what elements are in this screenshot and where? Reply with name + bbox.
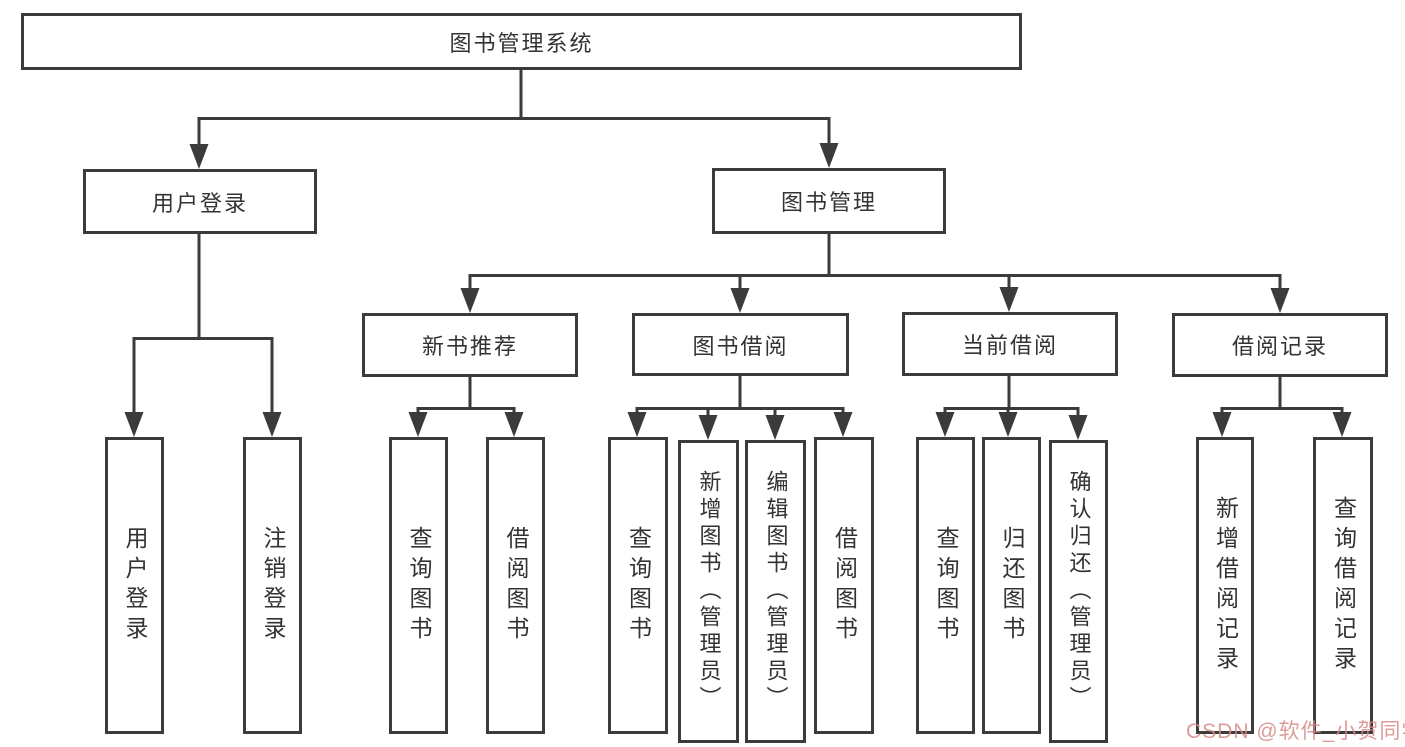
leaf-borrow-book-recommend: 借阅图书 <box>486 437 545 734</box>
node-borrow-records: 借阅记录 <box>1172 313 1388 377</box>
leaf-query-book-recommend: 查询图书 <box>389 437 448 734</box>
leaf-borrow-book: 借阅图书 <box>814 437 874 734</box>
leaf-confirm-return-admin: 确认归还（管理员） <box>1049 440 1108 743</box>
node-new-book-recommend: 新书推荐 <box>362 313 578 377</box>
arrowhead-icons <box>124 143 1352 440</box>
leaf-add-borrow-record: 新增借阅记录 <box>1196 437 1254 734</box>
leaf-query-book-current: 查询图书 <box>916 437 975 734</box>
node-book-management: 图书管理 <box>712 168 946 234</box>
leaf-query-borrow-record: 查询借阅记录 <box>1313 437 1373 734</box>
leaf-user-login: 用户登录 <box>105 437 164 734</box>
leaf-edit-book-admin: 编辑图书（管理员） <box>745 440 806 743</box>
leaf-logout-login: 注销登录 <box>243 437 302 734</box>
csdn-watermark: CSDN @软件_小贺同学 <box>1186 720 1405 743</box>
leaf-query-book-borrow: 查询图书 <box>608 437 668 734</box>
leaf-return-book: 归还图书 <box>982 437 1041 734</box>
leaf-add-book-admin: 新增图书（管理员） <box>678 440 739 743</box>
node-book-borrow: 图书借阅 <box>632 313 849 376</box>
node-current-borrow: 当前借阅 <box>902 312 1118 376</box>
node-user-login: 用户登录 <box>83 169 317 234</box>
node-root-system: 图书管理系统 <box>21 13 1022 70</box>
